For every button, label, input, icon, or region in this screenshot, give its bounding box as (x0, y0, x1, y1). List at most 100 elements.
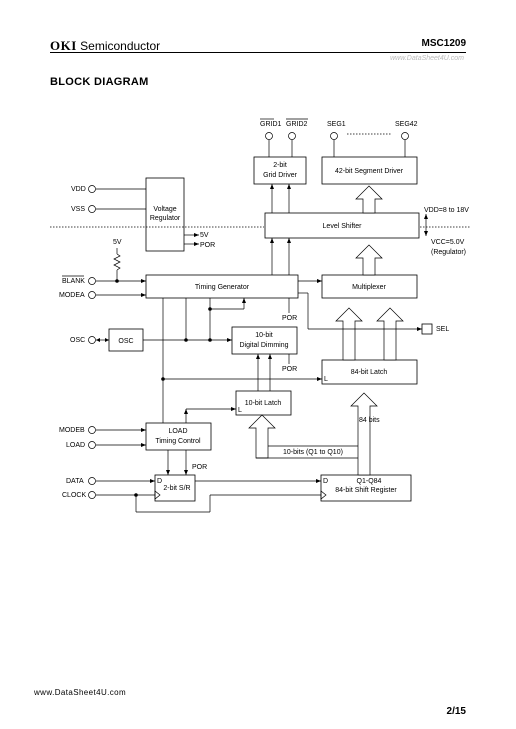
tg-branch-dot (208, 307, 212, 311)
reg-5v-arrow (194, 233, 199, 237)
blank-arrow (141, 279, 146, 283)
bus-arrow-latch-to-mux-2 (376, 307, 404, 361)
modeb-pin-icon (88, 426, 96, 434)
segment-driver-label: 42-bit Segment Driver (335, 168, 404, 175)
osc-block-label: OSC (118, 338, 133, 345)
shift-register-line2: 84-bit Shift Register (335, 487, 397, 494)
digital-dimming-block (231, 326, 298, 355)
grid1-label: GRID1 (260, 121, 282, 128)
grid2-pin-icon (288, 132, 296, 140)
load-to-latch10-arrow (231, 407, 236, 411)
load-pin-icon (88, 441, 96, 449)
part-number: MSC1209 (421, 38, 466, 49)
shift-register-line1: Q1-Q84 (357, 478, 382, 485)
clock-pin-icon (88, 491, 96, 499)
tg-por-label: POR (282, 315, 297, 322)
timing-generator-block (145, 274, 299, 299)
sr-clock-triangle-icon (154, 490, 161, 500)
load-to-latch84-arrow (317, 377, 322, 381)
grid-driver-line2: Grid Driver (263, 172, 298, 179)
bus-arrow-sr-to-latch10 (248, 414, 276, 459)
sr-2bit-block (154, 474, 196, 502)
sel-arrow (417, 327, 422, 331)
bits-10-label: 10-bits (Q1 to Q10) (283, 449, 343, 456)
vdd-range-label: VDD=8 to 18V (424, 207, 469, 214)
seg42-label: SEG42 (395, 121, 418, 128)
voltage-regulator-line2: Regulator (150, 215, 181, 222)
domain-arrow-up (424, 214, 428, 219)
sel-label: SEL (436, 326, 449, 333)
reg-por-label: POR (200, 242, 215, 249)
latch-84-l-label: L (324, 376, 328, 383)
grid1-pin-icon (265, 132, 273, 140)
load-timing-line2: Timing Control (155, 438, 201, 445)
tg-to-ls-arrow-2 (287, 238, 291, 243)
brand-suffix: Semiconductor (80, 39, 161, 53)
load-pin-arrow (141, 443, 146, 447)
grid-driver-line1: 2-bit (273, 162, 287, 169)
footer-site: www.DataSheet4U.com (34, 688, 127, 697)
clock-label: CLOCK (62, 492, 86, 499)
seg42-pin-icon (401, 132, 409, 140)
modeb-arrow (141, 428, 146, 432)
vss-label: VSS (71, 206, 85, 213)
lt-to-sr-arrow-2 (184, 470, 188, 475)
data-arrow (150, 479, 155, 483)
latch-84-label: 84-bit Latch (351, 369, 388, 376)
bus-arrow-sr-to-latch84 (350, 392, 378, 476)
blank-pin-icon (88, 277, 96, 285)
voltage-regulator-line1: Voltage (153, 206, 176, 213)
seg1-pin-icon (330, 132, 338, 140)
sr-d-label: D (157, 478, 162, 485)
timing-generator-label: Timing Generator (195, 284, 250, 291)
header-rule (50, 52, 466, 53)
voltage-regulator-block (145, 177, 185, 252)
bus-arrow-ls-to-seg (355, 185, 383, 214)
bus-arrow-latch-to-mux-1 (335, 307, 363, 361)
pullup-5v-label: 5V (113, 239, 122, 246)
modeb-label: MODEB (59, 427, 85, 434)
sr-2bit-label: 2-bit S/R (163, 485, 190, 492)
bits-84-label: 84 bits (359, 417, 380, 424)
bus-arrow-mux-to-ls (355, 244, 383, 276)
osc-to-dimming-arrow (227, 338, 232, 342)
sr-to-sreg-arrow (316, 479, 321, 483)
load-pin-label: LOAD (66, 442, 85, 449)
level-shifter-label: Level Shifter (323, 223, 363, 230)
level-shifter-block (264, 212, 420, 239)
blank-junction-dot (115, 279, 119, 283)
load-timing-block (145, 422, 212, 451)
lt-por-label: POR (192, 464, 207, 471)
modea-pin-icon (88, 291, 96, 299)
latch-10-l-label: L (238, 407, 242, 414)
reg-5v-label: 5V (200, 232, 209, 239)
load-timing-line1: LOAD (168, 428, 187, 435)
multiplexer-label: Multiplexer (352, 284, 387, 291)
tg-to-mux-arrow (317, 279, 322, 283)
osc-pin-icon (88, 336, 96, 344)
tg-to-ls-arrow-1 (270, 238, 274, 243)
modea-label: MODEA (59, 292, 85, 299)
osc-junction-dot (184, 338, 188, 342)
seg1-label: SEG1 (327, 121, 346, 128)
tg-branch-arrow (242, 298, 246, 303)
vss-pin-icon (88, 205, 96, 213)
header-brand: OKI Semiconductor (50, 38, 160, 54)
oki-logo: OKI (50, 38, 77, 53)
sreg-d-label: D (323, 478, 328, 485)
pullup-resistor-icon (113, 253, 121, 271)
ls-to-grid-arrow-1 (270, 184, 274, 189)
vdd-pin-icon (88, 185, 96, 193)
lt-to-sr-arrow-1 (166, 470, 170, 475)
data-label: DATA (66, 478, 84, 485)
shift-register-block (320, 474, 412, 502)
digital-dimming-line1: 10-bit (255, 332, 273, 339)
digital-dimming-line2: Digital Dimming (239, 342, 288, 349)
section-title: BLOCK DIAGRAM (50, 76, 149, 88)
grid-driver-block (253, 156, 307, 185)
latch-10-label: 10-bit Latch (245, 400, 282, 407)
osc-pin-label: OSC (70, 337, 85, 344)
blank-label: BLANK (62, 278, 85, 285)
osc-pin-arrow-left (96, 338, 100, 342)
